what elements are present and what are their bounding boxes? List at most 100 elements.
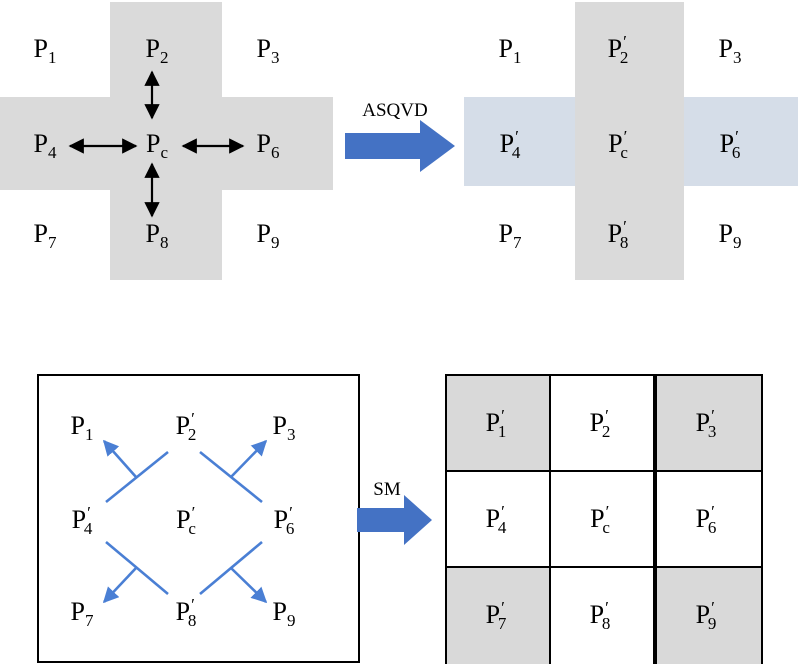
panel2-label-p2: P′2 <box>608 32 629 67</box>
letter: P <box>257 129 271 158</box>
letter: P <box>273 411 287 440</box>
prime-mark: ′ <box>87 503 91 522</box>
grid-cell-p4 <box>445 470 551 568</box>
letter: P <box>34 219 48 248</box>
panel4-label-p3: P′3 <box>696 406 717 441</box>
letter: P <box>146 129 160 158</box>
panel4-label-p6: P′6 <box>696 502 717 537</box>
subscript: 7 <box>513 233 522 252</box>
subscript: 6 <box>732 143 741 162</box>
prime-mark: ′ <box>515 127 519 146</box>
prime-mark: ′ <box>605 406 609 425</box>
link-p4-p8 <box>105 541 169 595</box>
panel1-label-pc: Pc <box>146 129 168 162</box>
prime-mark: ′ <box>289 503 293 522</box>
arrow-to-p9 <box>230 567 268 604</box>
letter: P <box>486 600 500 629</box>
subscript: 4 <box>48 143 57 162</box>
grid-cell-p6 <box>655 470 763 568</box>
sm-label: SM <box>373 479 401 500</box>
sm-arrow: SM <box>357 479 432 545</box>
letter: P <box>608 129 622 158</box>
prime-mark: ′ <box>711 406 715 425</box>
subscript: 4 <box>512 143 521 162</box>
subscript: 1 <box>85 425 94 444</box>
letter: P <box>719 219 733 248</box>
prime-mark: ′ <box>711 598 715 617</box>
panel3-label-p7: P7 <box>71 597 94 630</box>
subscript: c <box>620 143 628 162</box>
letter: P <box>590 504 604 533</box>
subscript: 1 <box>513 48 522 67</box>
panel3-label-p9: P9 <box>273 597 296 630</box>
panel2-label-p8: P′8 <box>608 217 629 252</box>
subscript: 3 <box>733 48 742 67</box>
prime-mark: ′ <box>605 598 609 617</box>
letter: P <box>486 504 500 533</box>
cross-vertical-gray <box>575 2 684 280</box>
prime-mark: ′ <box>501 598 505 617</box>
panel3-label-p4: P′4 <box>72 503 93 538</box>
panel4-label-p9: P′9 <box>696 598 717 633</box>
letter: P <box>486 408 500 437</box>
subscript: c <box>188 519 196 538</box>
panel2-label-p4: P′4 <box>500 127 521 162</box>
subscript: 8 <box>188 611 197 630</box>
panel1-label-p2: P2 <box>146 34 169 67</box>
letter: P <box>176 411 190 440</box>
grid-cell-p7 <box>445 566 551 664</box>
panel4-label-p7: P′7 <box>486 598 507 633</box>
prime-mark: ′ <box>623 32 627 51</box>
letter: P <box>499 34 513 63</box>
asqvd-label: ASQVD <box>362 100 427 121</box>
prime-mark: ′ <box>711 502 715 521</box>
subscript: 2 <box>160 48 169 67</box>
subscript: 1 <box>48 48 57 67</box>
letter: P <box>34 34 48 63</box>
panel3-label-p1: P1 <box>71 411 94 444</box>
letter: P <box>274 505 288 534</box>
letter: P <box>273 597 287 626</box>
grid-cell-p1 <box>445 374 551 472</box>
panel2-label-p1: P1 <box>499 34 522 67</box>
grid-cell-p2 <box>549 374 655 472</box>
panel1-label-p6: P6 <box>257 129 280 162</box>
subscript: 4 <box>498 518 507 537</box>
letter: P <box>72 505 86 534</box>
grid-cell-p8 <box>549 566 655 664</box>
prime-mark: ′ <box>606 502 610 521</box>
grid-cell-p3 <box>655 374 763 472</box>
letter: P <box>719 34 733 63</box>
panel3-label-p3: P3 <box>273 411 296 444</box>
subscript: 3 <box>708 422 717 441</box>
subscript: 7 <box>48 233 57 252</box>
subscript: 4 <box>84 519 93 538</box>
panel4-label-p2: P′2 <box>590 406 611 441</box>
panel4-label-p4: P′4 <box>486 502 507 537</box>
subscript: 8 <box>160 233 169 252</box>
arrow-to-p3 <box>230 439 268 478</box>
prime-mark: ′ <box>501 502 505 521</box>
letter: P <box>257 219 271 248</box>
letter: P <box>257 34 271 63</box>
panel3-label-pc: P′c <box>176 503 196 538</box>
diagonal-links <box>102 439 268 604</box>
subscript: 2 <box>602 422 611 441</box>
letter: P <box>71 597 85 626</box>
letter: P <box>146 219 160 248</box>
panel3-label-p6: P′6 <box>274 503 295 538</box>
panel1-label-p1: P1 <box>34 34 57 67</box>
panel3-label-p8: P′8 <box>176 595 197 630</box>
subscript: 9 <box>708 614 717 633</box>
prime-mark: ′ <box>623 217 627 236</box>
letter: P <box>146 34 160 63</box>
subscript: 6 <box>271 143 280 162</box>
prime-mark: ′ <box>735 127 739 146</box>
link-p4-p2 <box>105 450 169 504</box>
subscript: 6 <box>286 519 295 538</box>
